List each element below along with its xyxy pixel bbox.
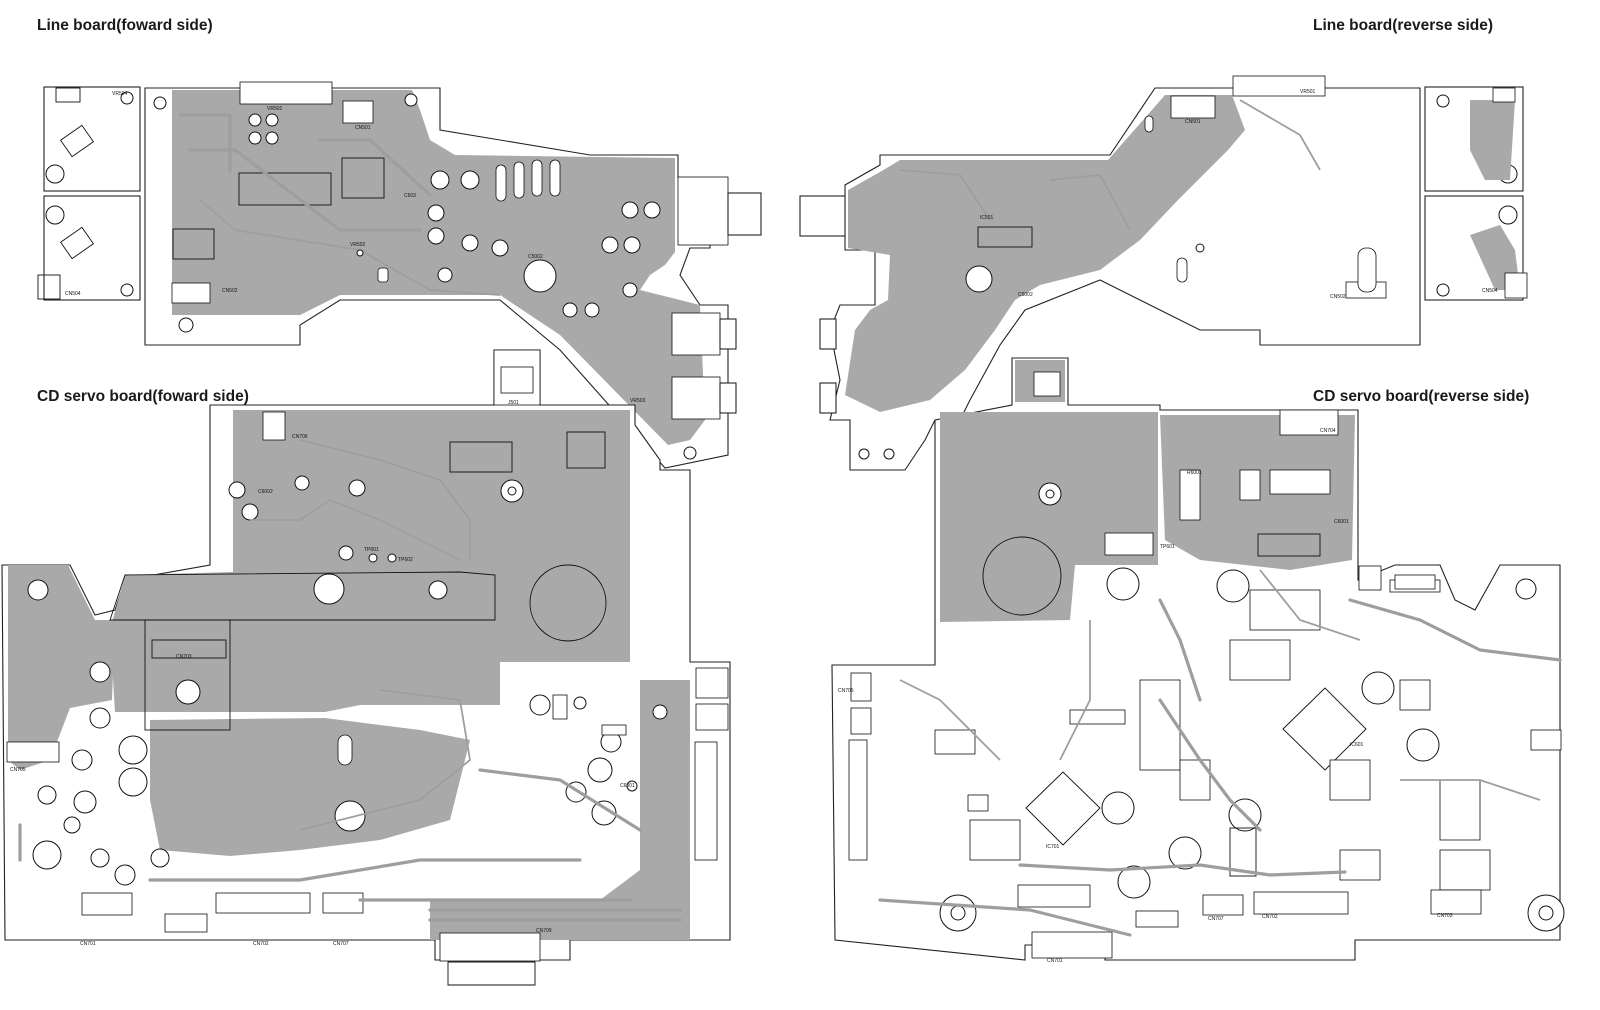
title-cd-servo-forward: CD servo board(foward side) <box>37 388 249 405</box>
svg-text:IC601: IC601 <box>1350 742 1364 748</box>
svg-text:VR501: VR501 <box>1300 89 1316 95</box>
svg-text:CN703: CN703 <box>1437 913 1453 919</box>
svg-text:VR502: VR502 <box>350 242 366 248</box>
line-board-forward: VR501 CN501 CN502 CN504 VR502 VR503 VR50… <box>37 81 762 469</box>
svg-text:TP601: TP601 <box>1160 544 1175 550</box>
svg-text:CN701: CN701 <box>1047 958 1063 964</box>
svg-text:CN504: CN504 <box>65 291 81 297</box>
line-board-reverse: VR501 CN501 CN502 CN504 IC501 C5002 <box>799 75 1528 471</box>
svg-text:IC501: IC501 <box>980 215 994 221</box>
svg-text:CN502: CN502 <box>1330 294 1346 300</box>
svg-text:C6002: C6002 <box>258 489 273 495</box>
svg-text:VR503: VR503 <box>630 398 646 404</box>
line-forward-copper <box>172 90 705 445</box>
svg-text:IC701: IC701 <box>1046 844 1060 850</box>
title-cd-servo-reverse: CD servo board(reverse side) <box>1313 388 1530 405</box>
ic701-footprint <box>1025 771 1101 846</box>
svg-text:CN705: CN705 <box>10 767 26 773</box>
svg-text:CN703: CN703 <box>176 654 192 660</box>
svg-text:C6001: C6001 <box>1334 519 1349 525</box>
cd-servo-reverse: CN701 CN702 CN707 CN703 CN704 CN705 IC60… <box>831 357 1565 964</box>
svg-text:CN702: CN702 <box>1262 914 1278 920</box>
svg-text:CN501: CN501 <box>1185 119 1201 125</box>
title-line-board-reverse: Line board(reverse side) <box>1313 17 1494 34</box>
cd-reverse-smd-field <box>934 469 1491 891</box>
svg-text:TP601: TP601 <box>364 547 379 553</box>
svg-text:C503: C503 <box>404 193 416 199</box>
svg-text:CN504: CN504 <box>1482 288 1498 294</box>
svg-text:CN707: CN707 <box>1208 916 1224 922</box>
title-line-board-forward: Line board(foward side) <box>37 17 213 34</box>
cd-forward-capacitors <box>32 475 668 886</box>
svg-text:CN701: CN701 <box>80 941 96 947</box>
cd-servo-forward: CN703 CN701 CN702 CN707 CN709 CN705 J501… <box>1 349 731 986</box>
svg-text:CN707: CN707 <box>333 941 349 947</box>
svg-text:CN501: CN501 <box>355 125 371 131</box>
svg-text:VR501: VR501 <box>267 106 283 112</box>
svg-text:C5002: C5002 <box>1018 292 1033 298</box>
svg-text:J501: J501 <box>508 400 519 406</box>
svg-text:C6001: C6001 <box>620 783 635 789</box>
svg-text:CN702: CN702 <box>253 941 269 947</box>
svg-text:C5002: C5002 <box>528 254 543 260</box>
cd-reverse-copper-top <box>940 412 1158 622</box>
svg-text:CN502: CN502 <box>222 288 238 294</box>
svg-text:VR504: VR504 <box>112 91 128 97</box>
cd-forward-copper-left <box>8 565 115 770</box>
svg-text:CN705: CN705 <box>838 688 854 694</box>
ic601-footprint <box>1282 687 1367 771</box>
cd-reverse-spindle-motor <box>982 536 1062 616</box>
cd-forward-spindle-motor <box>529 564 607 642</box>
svg-text:CN706: CN706 <box>292 434 308 440</box>
svg-text:TP602: TP602 <box>398 557 413 563</box>
line-forward-capacitors <box>248 113 661 318</box>
cd-forward-copper-mid <box>150 718 470 856</box>
line-forward-resistor-row <box>495 159 561 202</box>
svg-text:CN709: CN709 <box>536 928 552 934</box>
svg-text:CN704: CN704 <box>1320 428 1336 434</box>
svg-text:R6001: R6001 <box>1187 470 1202 476</box>
